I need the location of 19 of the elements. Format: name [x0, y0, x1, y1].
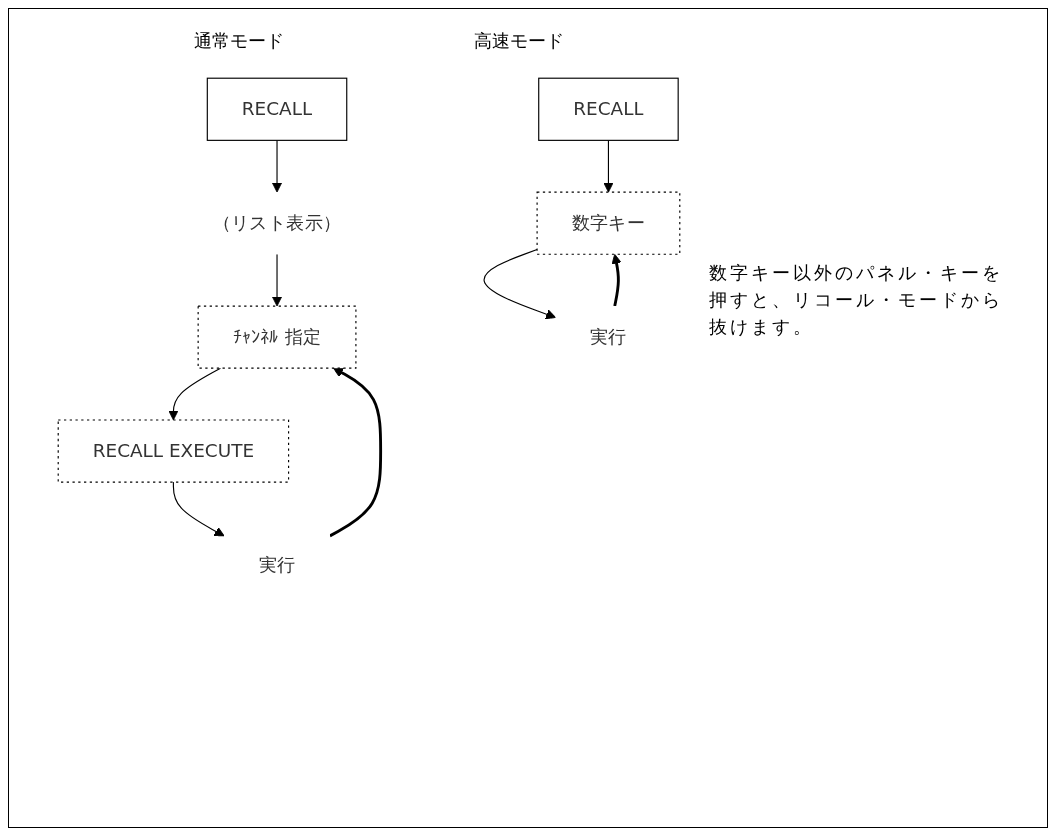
node-text: 実行: [258, 553, 296, 576]
node-box: 数字キー: [536, 191, 681, 255]
arrow: [168, 367, 222, 421]
arrow: [172, 481, 225, 537]
arrow: [611, 253, 622, 307]
arrow: [483, 249, 556, 320]
node-text: （リスト表示）: [212, 211, 342, 234]
node-box: RECALL EXECUTE: [57, 419, 290, 483]
arrow: [271, 139, 283, 193]
arrow: [271, 253, 283, 307]
node-box: RECALL: [538, 77, 679, 141]
column-heading: 通常モード: [194, 29, 284, 53]
arrow: [329, 367, 383, 538]
arrow: [603, 139, 614, 193]
node-text: 実行: [590, 325, 627, 348]
note-text: 数字キー以外のパネル・キーを押すと、リコール・モードから抜けます。: [709, 261, 1004, 339]
node-box: RECALL: [206, 77, 348, 141]
column-heading: 高速モード: [474, 29, 564, 53]
node-box: ﾁｬﾝﾈﾙ 指定: [197, 305, 357, 369]
